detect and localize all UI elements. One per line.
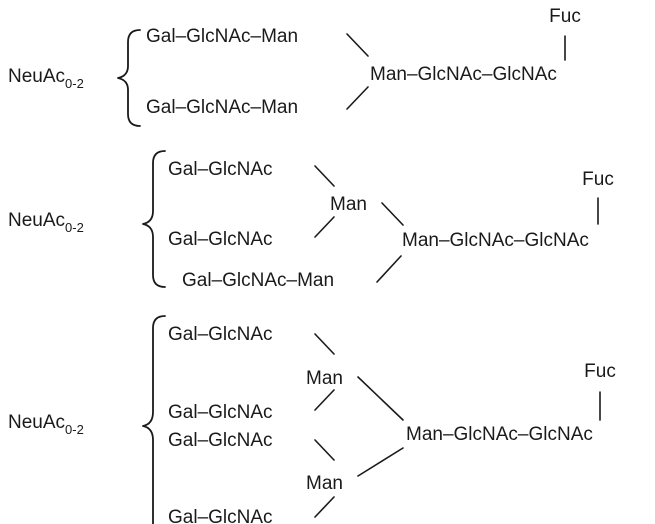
linkage-branch-1 (314, 333, 335, 355)
inner-mannose: Man (330, 194, 367, 215)
branch-lower: Gal–GlcNAc–Man (146, 97, 298, 118)
linkage-upper (346, 33, 369, 57)
sialic-acid-label: NeuAc0-2 (8, 66, 84, 91)
linkage-lower (346, 86, 369, 110)
linkage-inner-mannose (381, 202, 404, 226)
linkage-upper-mannose (357, 376, 404, 421)
structure-tetraantennary: NeuAc0-2 Gal–GlcNAc Gal–GlcNAc Gal–GlcNA… (8, 315, 616, 524)
fucose-label: Fuc (549, 6, 581, 27)
branch-upper: Gal–GlcNAc–Man (146, 26, 298, 47)
inner-mannose-upper: Man (306, 368, 343, 389)
branch-2: Gal–GlcNAc (168, 229, 273, 250)
linkage-branch-1 (314, 165, 335, 187)
structure-biantennary: NeuAc0-2 Gal–GlcNAc–Man Gal–GlcNAc–Man M… (8, 6, 581, 127)
core-chain: Man–GlcNAc–GlcNAc (406, 424, 593, 445)
branch-1: Gal–GlcNAc (168, 159, 273, 180)
linkage-branch-2 (314, 216, 335, 238)
linkage-branch-3 (376, 255, 402, 283)
fucose-label: Fuc (582, 169, 614, 190)
linkage-branch-4 (314, 496, 335, 518)
structure-triantennary: NeuAc0-2 Gal–GlcNAc Gal–GlcNAc Gal–GlcNA… (8, 150, 614, 291)
fucose-label: Fuc (584, 361, 616, 382)
branch-4: Gal–GlcNAc (168, 507, 273, 524)
linkage-branch-3 (314, 439, 335, 461)
left-brace (117, 29, 141, 127)
inner-mannose-lower: Man (306, 473, 343, 494)
sialic-acid-label: NeuAc0-2 (8, 210, 84, 235)
core-chain: Man–GlcNAc–GlcNAc (370, 64, 557, 85)
branch-3: Gal–GlcNAc–Man (182, 270, 334, 291)
left-brace (142, 315, 166, 524)
branch-2: Gal–GlcNAc (168, 402, 273, 423)
branch-1: Gal–GlcNAc (168, 324, 273, 345)
branch-3: Gal–GlcNAc (168, 430, 273, 451)
core-chain: Man–GlcNAc–GlcNAc (402, 230, 589, 251)
linkage-lower-mannose (357, 447, 404, 477)
linkage-branch-2 (314, 389, 335, 411)
left-brace (142, 150, 166, 288)
sialic-acid-label: NeuAc0-2 (8, 412, 84, 437)
